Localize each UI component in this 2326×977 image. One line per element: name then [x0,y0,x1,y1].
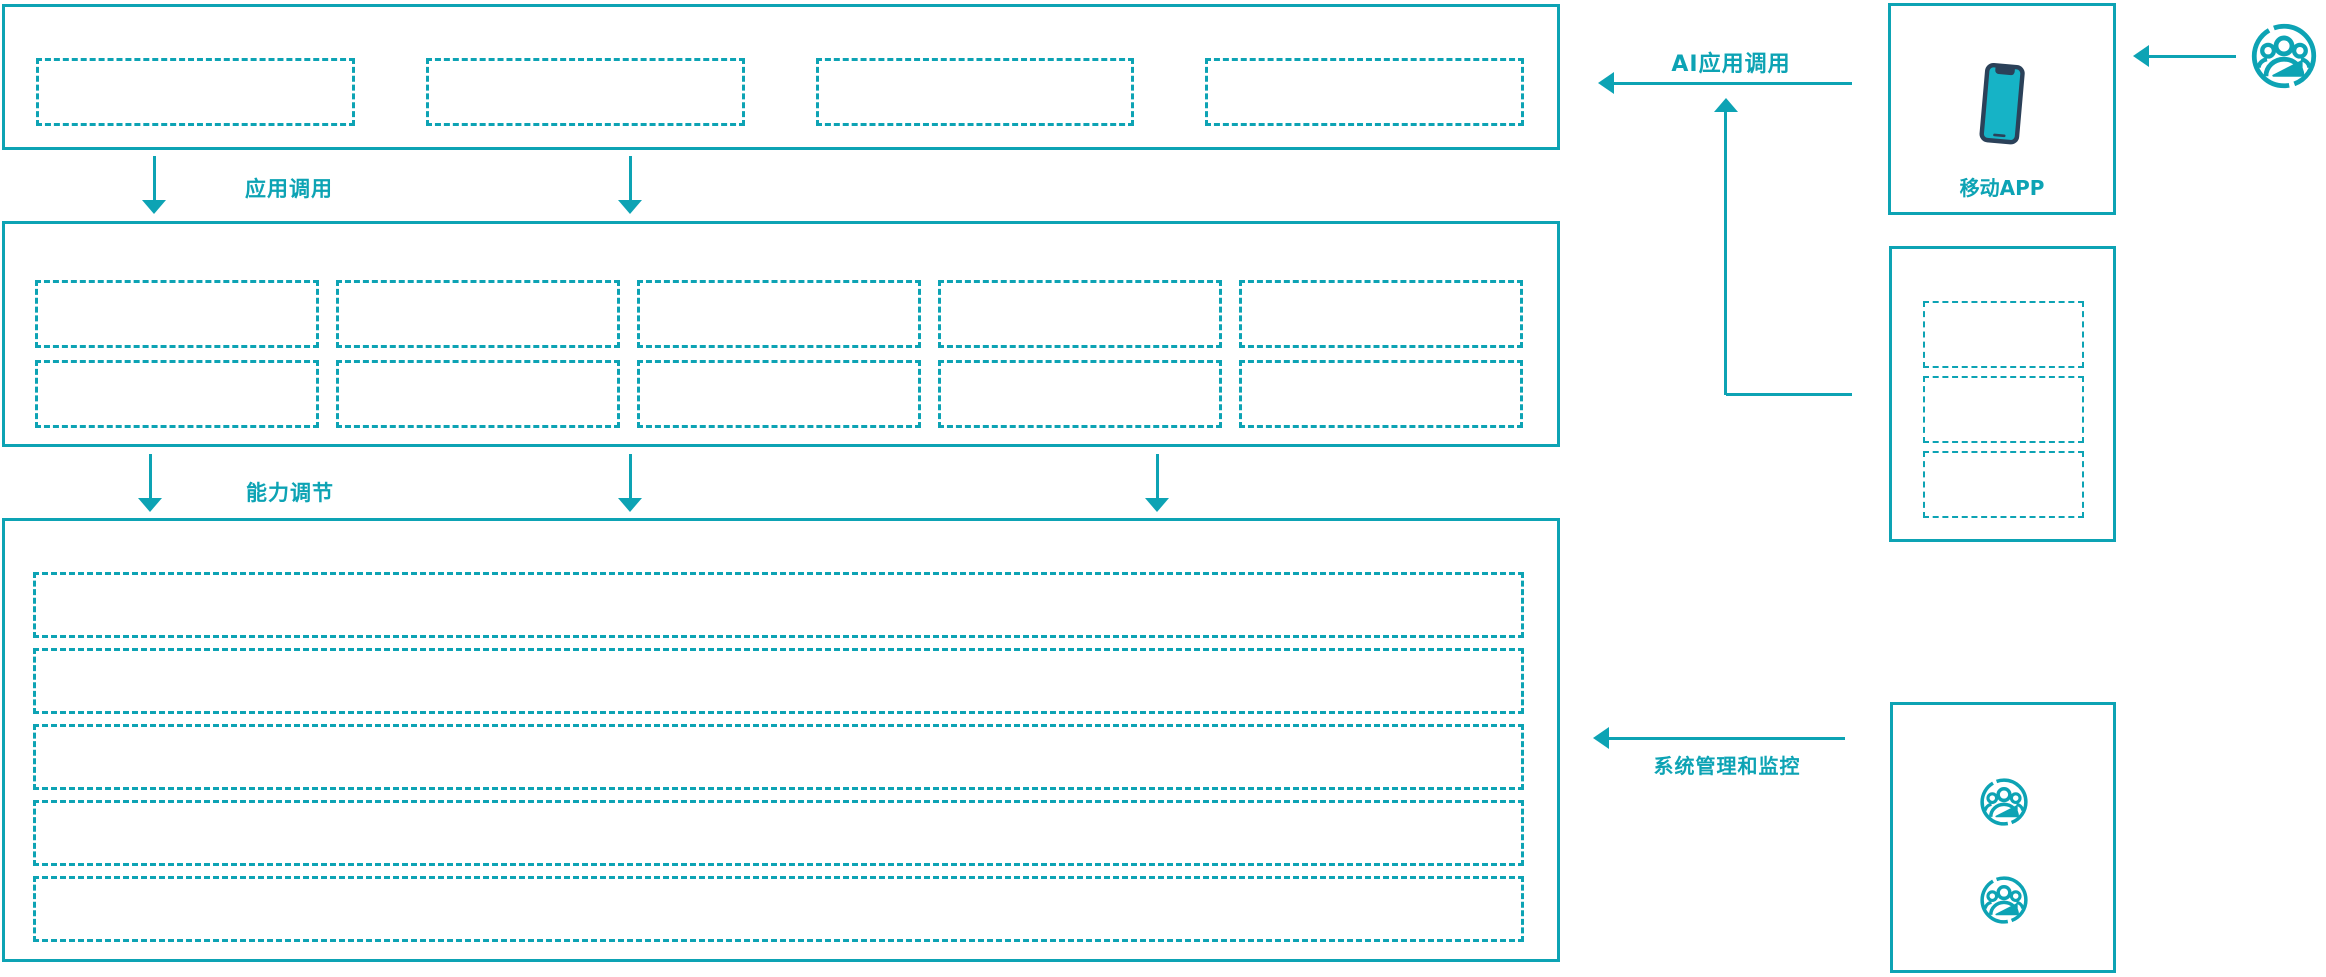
arrow-down-icon [142,200,166,214]
placeholder-box [35,360,319,428]
smartphone-icon [1979,62,2025,145]
application-layer-panel [2,4,1560,150]
arrow-down-capability-2 [618,454,642,512]
open-platform-placeholders [1923,301,2084,518]
arrow-down-icon [1145,498,1169,512]
user-to-app-arrow-line [2149,55,2236,58]
placeholder-box [637,280,921,348]
arrow-left-icon [1593,727,1609,749]
arrow-down-icon [138,498,162,512]
capability-layer-panel [2,221,1560,447]
user-group-icon [1980,778,2028,826]
edge-label-capability-adjust: 能力调节 [246,481,334,505]
placeholder-box [1923,376,2084,443]
placeholder-box [1205,58,1524,126]
arrow-down-app-call-1 [142,156,166,214]
placeholder-box [1239,360,1523,428]
arrow-shaft [148,454,152,498]
placeholder-box [637,360,921,428]
open-platform-panel [1889,246,2116,542]
arrow-shaft [628,454,632,498]
arrow-shaft [628,156,632,200]
placeholder-box [1923,301,2084,368]
arrow-up-icon [1714,98,1738,112]
arrow-down-capability-3 [1145,454,1169,512]
user-group-icon [1980,876,2028,924]
mobile-app-label: 移动APP [1959,176,2045,200]
arrow-down-app-call-2 [618,156,642,214]
platform-layer-panel [2,518,1560,962]
edge-label-system-management: 系统管理和监控 [1653,754,1801,778]
placeholder-strip [33,648,1524,714]
placeholder-box [1239,280,1523,348]
arrow-left-icon [2133,45,2149,67]
ai-app-call-arrow-line [1614,82,1852,85]
placeholder-box [938,360,1222,428]
open-platform-connector-vertical [1724,112,1727,395]
placeholder-box [336,280,620,348]
open-platform-connector-horizontal [1726,393,1852,396]
arrow-shaft [152,156,156,200]
placeholder-box [425,58,745,126]
capability-layer-placeholders [35,280,1523,428]
edge-label-app-call: 应用调用 [245,177,333,201]
placeholder-strip [33,724,1524,790]
arrow-shaft [1155,454,1159,498]
arrow-left-icon [1598,72,1614,94]
system-management-arrow-line [1609,737,1845,740]
arrow-down-capability-1 [138,454,162,512]
placeholder-box [36,58,355,126]
arrow-down-icon [618,200,642,214]
placeholder-strip [33,876,1524,942]
arrow-down-icon [618,498,642,512]
placeholder-box [938,280,1222,348]
admin-panel [1890,702,2116,973]
mobile-app-panel: 移动APP [1888,3,2116,215]
user-group-icon [2251,23,2317,89]
platform-layer-placeholders [33,572,1524,942]
edge-label-ai-app-call: AI应用调用 [1671,52,1791,77]
placeholder-strip [33,800,1524,866]
application-layer-placeholders [36,58,1524,126]
placeholder-box [336,360,620,428]
placeholder-box [35,280,319,348]
placeholder-strip [33,572,1524,638]
placeholder-box [1923,451,2084,518]
placeholder-box [815,58,1135,126]
